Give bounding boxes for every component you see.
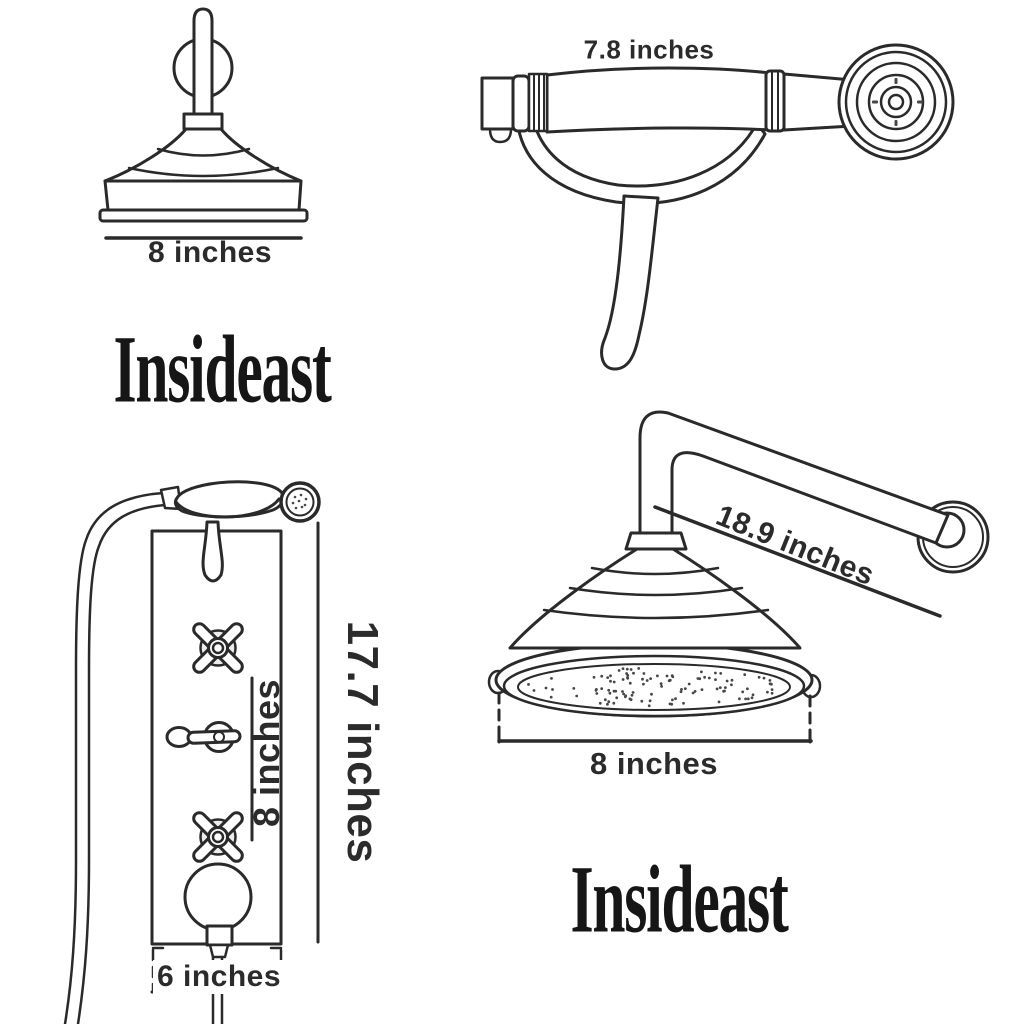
handheld-shower-illustration	[480, 43, 955, 371]
cross-valve-bottom	[192, 811, 244, 863]
head-collar	[624, 531, 688, 551]
shower-hose	[63, 491, 167, 1024]
panel-valve-span-label: 8 inches	[246, 678, 287, 828]
arm-dimension-line	[653, 505, 942, 618]
lever-valve	[165, 721, 242, 753]
handle-body	[480, 66, 854, 144]
fixed-head-diameter-label: 8 inches	[147, 236, 273, 269]
brand-logo-lower: Insideast	[570, 845, 788, 953]
handheld-head-in-cradle	[159, 480, 321, 523]
shower-bell	[98, 127, 309, 223]
fixed-shower-head-illustration	[98, 7, 309, 240]
spray-face	[502, 654, 806, 718]
shower-pipe	[182, 7, 224, 131]
arm-shower-head-illustration	[487, 410, 990, 744]
spray-head-face	[837, 43, 955, 161]
diverter-knob	[183, 862, 253, 1024]
diameter-dimension-bracket	[497, 691, 813, 744]
cross-valve-top	[192, 622, 244, 674]
panel-height-label: 17.7 inches	[338, 620, 387, 864]
shower-arm	[638, 410, 950, 545]
handheld-length-label: 7.8 inches	[583, 34, 715, 65]
water-drip-shape	[201, 520, 224, 583]
cradle-hook	[515, 112, 767, 371]
arm-head-diameter-label: 8 inches	[589, 746, 719, 781]
brand-logo-upper: Insideast	[113, 315, 331, 423]
panel-width-label: 6 inches	[152, 960, 286, 994]
